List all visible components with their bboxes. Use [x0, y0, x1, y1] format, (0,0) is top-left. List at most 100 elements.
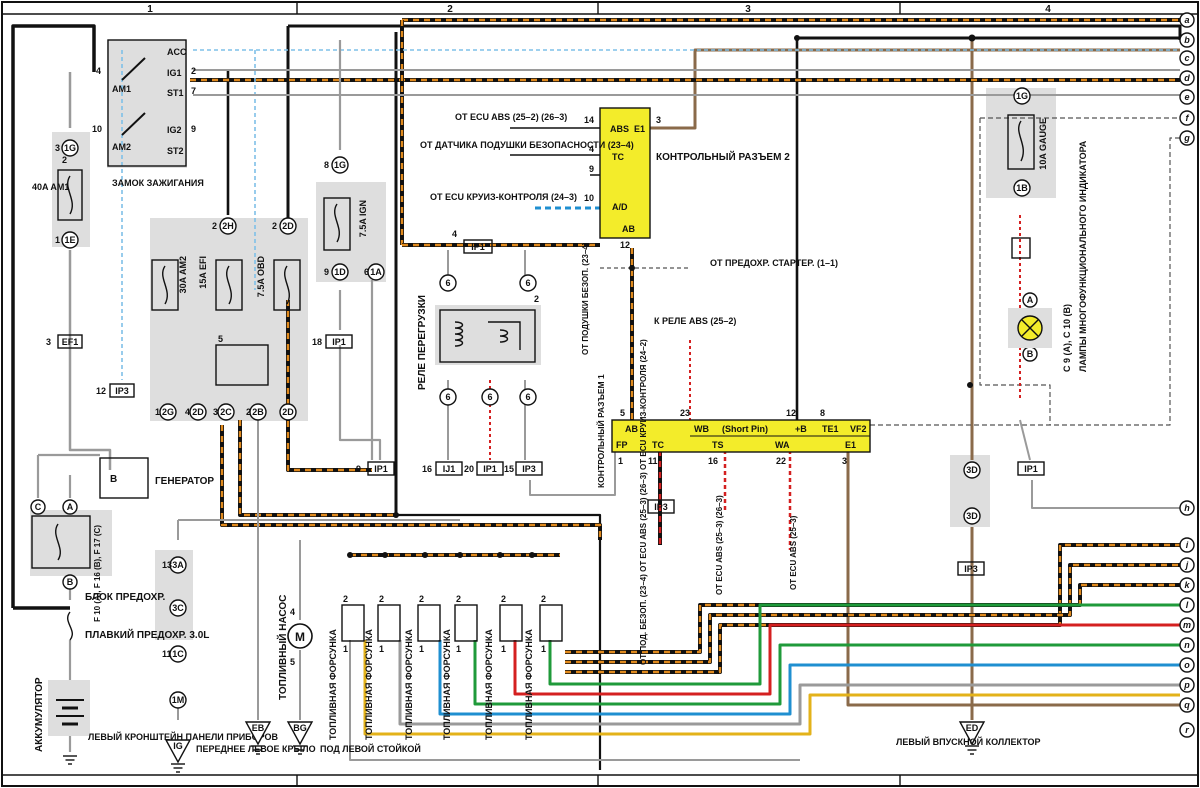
connector-lamp-a: A: [1022, 292, 1038, 308]
ign-pin-4: 4: [96, 66, 101, 76]
svg-text:2D: 2D: [282, 407, 294, 417]
fusible-link-label: ПЛАВКИЙ ПРЕДОХР. 3.0L: [85, 628, 209, 641]
connector-1g-right: 1G: [1013, 87, 1031, 105]
svg-text:1: 1: [456, 644, 461, 654]
svg-text:1C: 1C: [172, 649, 184, 659]
connector-c: C: [30, 499, 46, 515]
svg-text:6: 6: [525, 278, 530, 288]
svg-text:WB: WB: [694, 424, 709, 434]
svg-text:11: 11: [648, 456, 658, 466]
svg-text:15: 15: [504, 464, 514, 474]
lamp-code: C 9 (A), C 10 (B): [1062, 304, 1072, 372]
connector-2d-b2: 2D: [279, 403, 297, 421]
junction-blocks: EF1 IP3 IP1 IP1 IP1 IJ1 IP1 IP3 IP3 IP1 …: [57, 239, 1045, 576]
fuse-box-main: 30A AM2 15A EFI 7.5A OBD: [151, 256, 301, 386]
lamp-label: ЛАМПЫ МНОГОФУНКЦИОНАЛЬНОГО ИНДИКАТОРА: [1078, 140, 1088, 372]
connector-1d: 1D: [331, 263, 349, 281]
block-ef1: EF1: [57, 334, 83, 349]
svg-text:B: B: [1027, 349, 1034, 359]
svg-text:3C: 3C: [172, 603, 184, 613]
battery-label: АККУМУЛЯТОР: [34, 677, 45, 752]
svg-text:3: 3: [55, 143, 60, 153]
svg-text:IP1: IP1: [1024, 464, 1038, 474]
connector-3a: 3A: [169, 556, 187, 574]
fuse-gauge-label: 10A GAUGE: [1038, 118, 1048, 170]
wire-end-m: m: [1179, 617, 1195, 633]
svg-text:2B: 2B: [252, 407, 264, 417]
svg-text:p: p: [1183, 680, 1190, 690]
svg-text:ABS: ABS: [610, 124, 629, 134]
svg-text:2: 2: [246, 407, 251, 417]
svg-text:3A: 3A: [172, 560, 184, 570]
injector-4: 2 1 ТОПЛИВНАЯ ФОРСУНКА: [442, 594, 478, 740]
column-1-label: 1: [147, 4, 153, 15]
block-ip3-a: IP3: [109, 383, 135, 398]
connector-3c: 3C: [169, 599, 187, 617]
svg-text:b: b: [1184, 35, 1190, 45]
svg-text:IP3: IP3: [654, 502, 668, 512]
svg-text:e: e: [1184, 92, 1189, 102]
grounds: IG ЛЕВЫЙ КРОНШТЕЙН ПАНЕЛИ ПРИБОРОВ ПЕРЕД…: [88, 721, 1041, 773]
svg-text:4: 4: [185, 407, 190, 417]
svg-text:h: h: [1184, 503, 1190, 513]
fuse-ign: 7.5A IGN: [323, 197, 368, 251]
fuse-am1: 40A AM1: [32, 169, 83, 221]
svg-text:2: 2: [456, 594, 461, 604]
connector-6-5: 6: [519, 388, 537, 406]
svg-text:FP: FP: [616, 440, 628, 450]
block-ip1-e: IP1: [1017, 461, 1045, 476]
block-ip3-c: IP3: [647, 499, 675, 514]
fuse-am2-label: 30A AM2: [178, 256, 188, 293]
svg-text:m: m: [1183, 620, 1191, 630]
ign-contact-st1: ST1: [167, 88, 184, 98]
svg-text:8: 8: [324, 160, 329, 170]
svg-text:IP3: IP3: [964, 564, 978, 574]
svg-text:1: 1: [343, 644, 348, 654]
wire-end-d: d: [1179, 70, 1195, 86]
svg-text:2: 2: [62, 155, 67, 165]
svg-text:1E: 1E: [64, 235, 75, 245]
ign-pole-am1: AM1: [112, 84, 131, 94]
connector-1g-left: 1G: [61, 139, 79, 157]
connector-3d-2: 3D: [963, 507, 981, 525]
ign-contact-ig1: IG1: [167, 68, 182, 78]
ground-ed: ED ЛЕВЫЙ ВПУСКНОЙ КОЛЛЕКТОР: [896, 721, 1041, 755]
cc2-input-cruise: ОТ ECU КРУИЗ-КОНТРОЛЯ (24–3): [430, 192, 577, 202]
svg-text:E1: E1: [634, 124, 645, 134]
ground-eb: EB: [244, 721, 272, 755]
svg-text:2: 2: [272, 221, 277, 231]
fuse-ign-label: 7.5A IGN: [358, 200, 368, 237]
wire-end-b: b: [1179, 32, 1195, 48]
connector-6-2: 6: [519, 274, 537, 292]
svg-text:6: 6: [525, 392, 530, 402]
svg-text:16: 16: [422, 464, 432, 474]
svg-text:1G: 1G: [334, 160, 346, 170]
connector-2h: 2H: [219, 217, 237, 235]
svg-text:ТОПЛИВНАЯ ФОРСУНКА: ТОПЛИВНАЯ ФОРСУНКА: [524, 629, 534, 740]
connector-2g: 2G: [159, 403, 177, 421]
svg-text:ТОПЛИВНАЯ ФОРСУНКА: ТОПЛИВНАЯ ФОРСУНКА: [404, 629, 414, 740]
fuse-gauge: 10A GAUGE: [1007, 114, 1048, 170]
svg-text:20: 20: [464, 464, 474, 474]
connector-2d-top: 2D: [279, 217, 297, 235]
block-ip1-b: IP1: [463, 239, 493, 254]
column-3-label: 3: [745, 4, 751, 15]
cc2-title: КОНТРОЛЬНЫЙ РАЗЪЕМ 2: [656, 150, 790, 163]
svg-text:ТОПЛИВНАЯ ФОРСУНКА: ТОПЛИВНАЯ ФОРСУНКА: [442, 629, 452, 740]
svg-text:+B: +B: [795, 424, 807, 434]
ign-pin-10: 10: [92, 124, 102, 134]
svg-text:9: 9: [324, 267, 329, 277]
svg-text:6: 6: [364, 267, 369, 277]
wire-end-r: r: [1179, 722, 1195, 738]
svg-text:ТОПЛИВНАЯ ФОРСУНКА: ТОПЛИВНАЯ ФОРСУНКА: [328, 629, 338, 740]
svg-text:IG: IG: [173, 741, 183, 751]
pump-label: ТОПЛИВНЫЙ НАСОС: [276, 595, 289, 700]
svg-text:r: r: [1185, 725, 1189, 735]
svg-text:A/D: A/D: [612, 202, 628, 212]
wire-ends: a b c d e f g h i j k l m n o p q r: [1179, 12, 1195, 738]
